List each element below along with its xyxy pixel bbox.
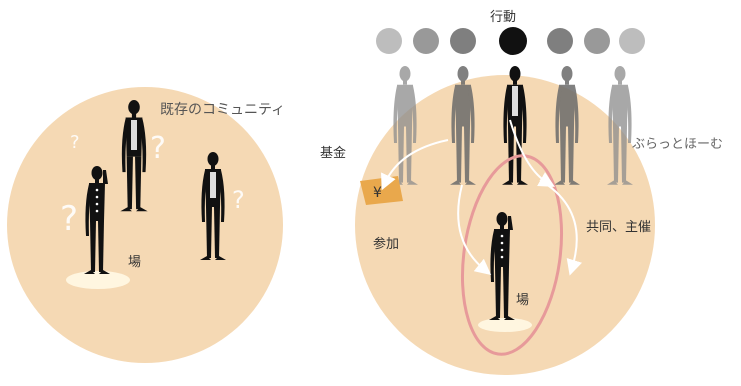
action-dot-1 [376,28,402,54]
question-mark-1: ? [70,132,80,153]
action-dots [376,27,645,55]
right-place-label: 場 [516,293,529,308]
arrow-participate [457,184,492,276]
arrow-center [509,119,555,187]
action-dot-7 [619,28,645,54]
action-dot-6 [584,28,610,54]
left-community-circle [7,87,283,363]
question-mark-2: ? [150,131,166,166]
top-center-shirt [512,86,518,116]
right-community-circle [355,75,655,375]
left-title: 既存のコミュニティ [160,102,285,118]
left-place-label: 場 [128,255,141,270]
left-place-spot [66,271,130,289]
question-mark-4: ? [232,186,245,214]
left-center-shirt [131,120,137,150]
action-dot-2 [413,28,439,54]
cohost-label: 共同、主催 [586,220,651,235]
brand-label: ぶらっとほーむ [632,137,723,152]
participation-oval [460,154,564,356]
action-dot-3 [450,28,476,54]
left-right-shirt [210,172,216,198]
fund-label: 基金 [320,145,346,161]
arrow-to-fund [381,139,449,191]
flow-arrows [381,119,583,276]
fund-box: ¥ [360,176,403,205]
participate-label: 参加 [373,236,399,252]
question-mark-3: ? [60,199,78,239]
right-place-spot [478,318,532,332]
action-dot-5 [547,28,573,54]
action-dot-4 [499,27,527,55]
action-label: 行動 [490,10,516,25]
left-phone-buttons [95,188,99,213]
right-phone-buttons [500,234,504,259]
yen-symbol: ¥ [373,185,382,201]
